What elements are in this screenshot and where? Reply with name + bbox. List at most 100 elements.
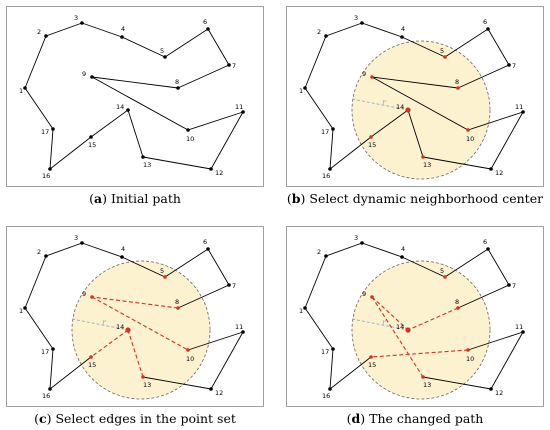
node-label-15: 15 [88, 361, 96, 369]
node-15 [89, 135, 93, 139]
node-label-14: 14 [116, 323, 124, 331]
node-label-1: 1 [299, 307, 303, 315]
path-edge-2-3 [45, 242, 83, 257]
node-13 [421, 155, 425, 159]
node-2 [44, 34, 48, 38]
path-edge-1-2 [304, 35, 327, 89]
node-label-15: 15 [368, 141, 376, 149]
node-2 [44, 254, 48, 258]
node-label-11: 11 [235, 103, 243, 111]
path-edge-6-7 [207, 28, 230, 66]
path-edge-16-17 [329, 128, 334, 170]
node-10 [186, 128, 190, 132]
node-15 [369, 135, 373, 139]
node-label-9: 9 [82, 70, 86, 78]
node-label-12: 12 [215, 169, 223, 177]
node-2 [324, 254, 328, 258]
node-13 [141, 375, 145, 379]
path-edge-17-1 [24, 307, 54, 350]
path-edge-10-11 [187, 111, 244, 131]
node-2 [324, 34, 328, 38]
neighborhood-circle [351, 260, 491, 400]
node-label-5: 5 [440, 47, 444, 55]
node-5 [163, 55, 167, 59]
node-label-7: 7 [232, 62, 236, 70]
caption-b-text: Select dynamic neighborhood center [309, 191, 544, 206]
node-label-2: 2 [37, 248, 41, 256]
path-edge-4-5 [121, 36, 166, 58]
node-3 [80, 21, 84, 25]
node-label-9: 9 [82, 290, 86, 298]
node-3 [80, 241, 84, 245]
node-3 [360, 241, 364, 245]
node-label-2: 2 [37, 28, 41, 36]
path-edge-15-16 [329, 136, 372, 170]
path-edge-6-7 [487, 28, 510, 66]
node-17 [331, 127, 335, 131]
node-label-4: 4 [401, 245, 405, 253]
radius-label: r [382, 98, 387, 107]
node-16 [328, 167, 332, 171]
neighborhood-circle [351, 40, 491, 180]
node-label-4: 4 [121, 25, 125, 33]
node-label-3: 3 [354, 14, 358, 22]
path-edge-17-1 [24, 87, 54, 130]
node-6 [486, 247, 490, 251]
node-16 [48, 387, 52, 391]
red-edge-14-15 [90, 329, 129, 358]
node-1 [303, 306, 307, 310]
radius-line [71, 318, 129, 331]
node-8 [176, 306, 180, 310]
path-edge-11-12 [210, 331, 244, 390]
node-4 [120, 35, 124, 39]
node-label-1: 1 [299, 87, 303, 95]
caption-c-text: Select edges in the point set [55, 411, 236, 426]
path-edge-5-6 [164, 28, 209, 58]
node-8 [176, 86, 180, 90]
node-label-11: 11 [515, 103, 523, 111]
node-label-1: 1 [19, 87, 23, 95]
node-13 [421, 375, 425, 379]
path-edge-8-9 [91, 76, 179, 89]
path-edge-11-12 [210, 111, 244, 170]
node-label-10: 10 [186, 135, 194, 143]
path-edge-4-5 [401, 36, 446, 58]
node-label-8: 8 [455, 298, 459, 306]
red-edge-9-10 [91, 296, 189, 351]
node-11 [241, 330, 245, 334]
node-label-12: 12 [495, 169, 503, 177]
node-label-7: 7 [232, 282, 236, 290]
path-edge-10-11 [187, 331, 244, 351]
path-edge-2-3 [325, 22, 363, 37]
path-edge-8-9 [371, 76, 459, 89]
node-label-4: 4 [401, 25, 405, 33]
node-label-9: 9 [362, 290, 366, 298]
red-edge-13-14 [127, 329, 144, 378]
node-11 [241, 110, 245, 114]
red-edge-10-15 [370, 349, 469, 358]
path-edge-6-7 [487, 248, 510, 286]
node-7 [507, 283, 511, 287]
node-6 [486, 27, 490, 31]
path-edge-15-16 [49, 136, 92, 170]
path-edge-14-15 [370, 109, 409, 138]
node-label-16: 16 [322, 172, 330, 180]
node-4 [400, 255, 404, 259]
node-label-17: 17 [41, 348, 49, 356]
path-edge-4-5 [401, 256, 446, 278]
node-label-8: 8 [455, 78, 459, 86]
caption-d-text: The changed path [369, 411, 484, 426]
node-label-14: 14 [396, 323, 404, 331]
path-edge-16-17 [49, 128, 54, 170]
node-17 [51, 347, 55, 351]
path-edge-17-1 [304, 87, 334, 130]
node-label-16: 16 [42, 172, 50, 180]
node-label-14: 14 [396, 103, 404, 111]
node-4 [120, 255, 124, 259]
red-edge-8-9 [91, 296, 179, 309]
